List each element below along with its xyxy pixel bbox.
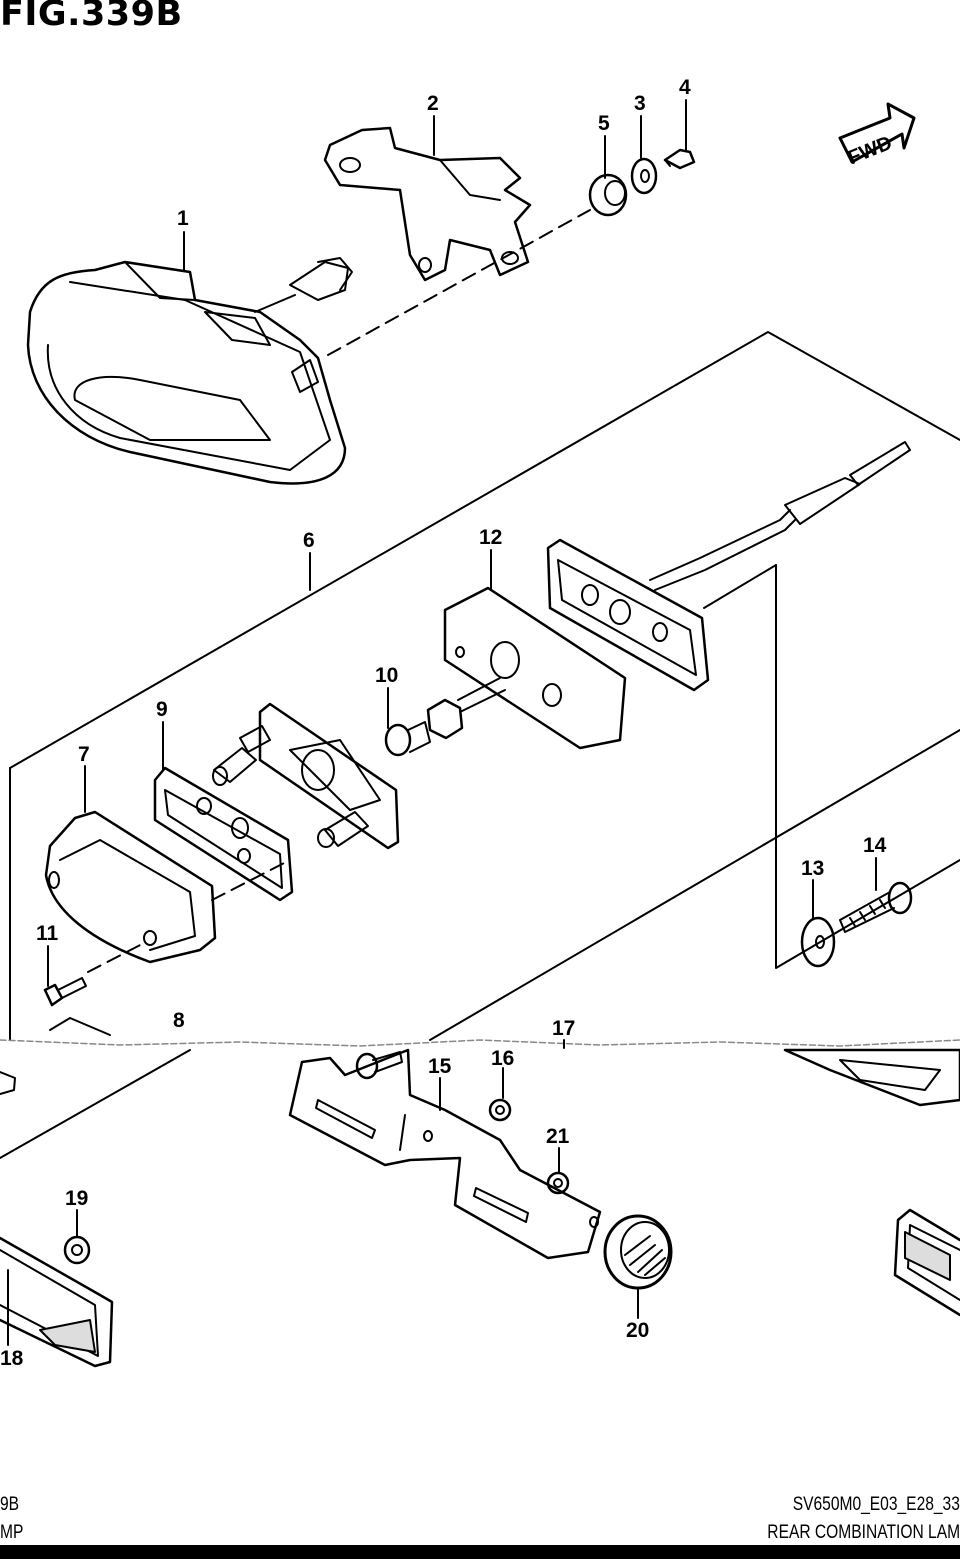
left-fragment — [0, 1071, 16, 1095]
lamp-base-plate — [212, 702, 400, 850]
bracket — [323, 126, 532, 282]
reflector-bracket — [288, 1048, 602, 1260]
assembly-frame-bottom — [0, 1049, 191, 1159]
assembly-frame-bottom-right — [429, 729, 960, 1041]
lens-gasket — [153, 766, 294, 902]
assembly-subframe — [775, 564, 960, 969]
left-side-reflector — [0, 1236, 114, 1368]
bracket-bolt — [355, 1051, 403, 1080]
assembly-frame-top — [9, 331, 960, 769]
right-reflector-top — [783, 1048, 960, 1107]
callout-10: 10 — [375, 664, 398, 687]
callout-6: 6 — [303, 529, 315, 552]
bulb-socket — [426, 677, 506, 740]
callout-17: 17 — [552, 1017, 575, 1040]
callout-8: 8 — [173, 1009, 185, 1032]
footer-section-name: REAR COMBINATION LAM — [767, 1522, 960, 1543]
round-reflector — [603, 1214, 673, 1290]
callout-3: 3 — [634, 92, 646, 115]
callout-2: 2 — [427, 92, 439, 115]
mounting-washer — [800, 916, 836, 968]
side-reflector-nut — [63, 1235, 91, 1265]
callout-18: 18 — [0, 1347, 24, 1370]
callout-14: 14 — [863, 834, 887, 857]
right-side-reflector — [893, 1208, 960, 1317]
lamp-wire — [649, 441, 911, 591]
scan-seam — [0, 1039, 960, 1047]
lens-screw — [43, 977, 87, 1007]
callout-19: 19 — [65, 1187, 88, 1210]
fwd-arrow-icon: FWD — [838, 102, 916, 169]
callout-7: 7 — [78, 743, 90, 766]
callout-15: 15 — [428, 1055, 452, 1078]
callout-11: 11 — [36, 922, 59, 945]
callout-13: 13 — [801, 857, 824, 880]
tail-lamp-housing — [26, 257, 353, 485]
license-lamp-lens — [44, 810, 217, 964]
part-8-fragment — [49, 1017, 111, 1036]
callout-21: 21 — [546, 1125, 570, 1148]
callout-12: 12 — [479, 526, 502, 549]
callout-4: 4 — [679, 76, 691, 99]
reflector-nut — [546, 1171, 570, 1195]
plate-gasket — [546, 538, 710, 692]
screw — [663, 148, 696, 170]
mounting-bolt — [839, 881, 913, 933]
footer-model-code: SV650M0_E03_E28_33 — [792, 1494, 960, 1515]
callout-20: 20 — [626, 1319, 649, 1342]
license-lamp-gasket-block — [443, 586, 627, 750]
callout-9: 9 — [156, 698, 168, 721]
bulb — [384, 721, 431, 757]
figure-title: FIG.339B — [0, 0, 183, 34]
leader-line-1 — [327, 209, 591, 356]
bottom-bar — [0, 1545, 960, 1559]
grommet — [588, 173, 628, 217]
footer-figure-code: 9B — [0, 1494, 20, 1515]
washer — [630, 157, 658, 195]
bracket-nut — [488, 1098, 512, 1122]
callout-16: 16 — [491, 1047, 514, 1070]
callout-1: 1 — [177, 207, 189, 230]
callout-5: 5 — [598, 112, 610, 135]
footer-figure-name: MP — [0, 1522, 24, 1543]
